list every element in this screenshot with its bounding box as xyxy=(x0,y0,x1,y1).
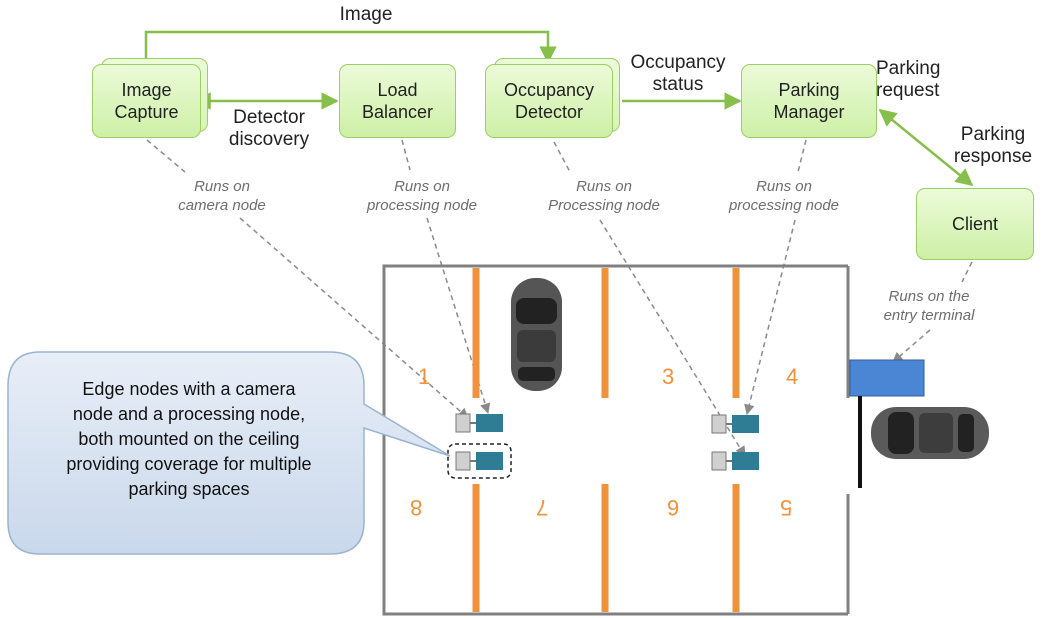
client-node-link xyxy=(961,261,973,283)
pm-node-link xyxy=(797,139,807,173)
client-node-link-2 xyxy=(892,329,931,363)
lb-processing-note: Runs on processing node xyxy=(366,178,478,214)
space-number-3: 3 xyxy=(662,364,675,389)
image-capture-box[interactable]: Image Capture xyxy=(92,64,201,138)
load-balancer-box[interactable]: Load Balancer xyxy=(339,64,456,138)
image-label: Image xyxy=(339,4,393,25)
parking-response-label: Parking response xyxy=(953,124,1033,167)
space-number-8: 8 xyxy=(410,495,423,520)
parking-lot xyxy=(382,264,850,616)
parking-manager-box[interactable]: Parking Manager xyxy=(741,64,877,138)
image-arrow xyxy=(144,30,557,64)
camera-node-link-2 xyxy=(239,217,469,419)
space-number-7: 7 xyxy=(536,495,549,520)
occupancy-status-label: Occupancy status xyxy=(630,52,726,95)
client-box[interactable]: Client xyxy=(916,188,1034,260)
edge-node-right-bottom xyxy=(711,451,759,471)
space-number-5: 5 xyxy=(780,495,793,520)
edge-node-right-top xyxy=(711,414,759,434)
camera-node-note: Runs on camera node xyxy=(178,178,266,214)
parking-request-arrow xyxy=(878,108,974,187)
parking-request-label: Parking request xyxy=(876,58,941,101)
occupancy-detector-box[interactable]: Occupancy Detector xyxy=(485,64,613,138)
edge-node-left-top xyxy=(455,413,503,433)
space-number-1: 1 xyxy=(418,364,431,389)
entry-terminal xyxy=(849,359,925,397)
callout-text: Edge nodes with a camera node and a proc… xyxy=(66,379,312,499)
edge-node-left-bottom xyxy=(447,443,512,479)
callout-bubble xyxy=(7,351,451,555)
pm-node-link-2 xyxy=(744,219,796,416)
od-node-link xyxy=(553,141,571,173)
camera-node-link xyxy=(146,139,186,173)
od-processing-note: Runs on Processing node xyxy=(548,178,660,214)
space-number-4: 4 xyxy=(786,364,799,389)
entry-terminal-note: Runs on the entry terminal xyxy=(883,288,975,324)
lb-node-link xyxy=(401,139,411,171)
space-number-6: 6 xyxy=(667,495,680,520)
od-node-link-2 xyxy=(599,219,746,457)
entering-car-icon xyxy=(871,407,989,459)
detector-discovery-label: Detector discovery xyxy=(228,107,310,150)
pm-processing-note: Runs on processing node xyxy=(728,178,840,214)
parked-car-icon xyxy=(511,278,562,391)
lb-node-link-2 xyxy=(426,217,491,415)
